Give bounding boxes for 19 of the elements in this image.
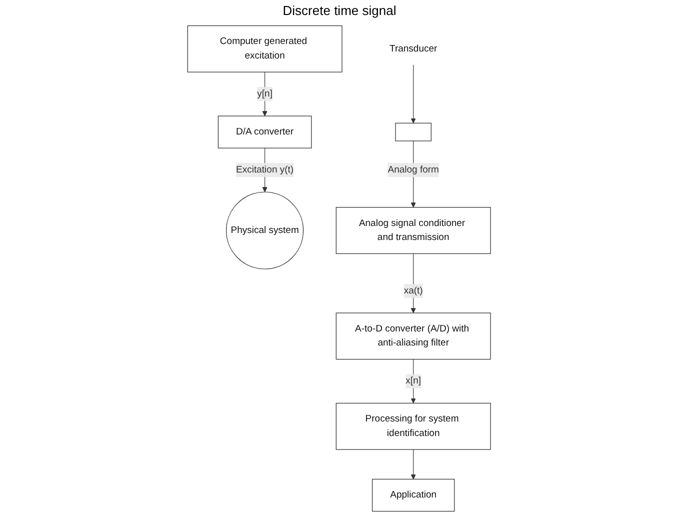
edge-label: x[n] [406, 376, 422, 386]
arrow [411, 64, 416, 124]
arrow [411, 253, 416, 314]
node-box: Application [372, 478, 456, 512]
edge-label: y[n] [258, 88, 273, 99]
node-box: A-to-D converter (A/D) with anti-aliasing filter [336, 312, 492, 360]
arrow [411, 449, 416, 480]
signal-note: Discrete time signal [282, 3, 396, 18]
node-box: Computer generated excitation [188, 25, 343, 72]
edge-label: xa(t) [404, 286, 424, 296]
node-text: Transducer [390, 44, 438, 54]
edge-label: Analog form [388, 164, 440, 175]
node-box: D/A converter [218, 116, 312, 148]
node-circle: Physical system [226, 192, 304, 270]
node-box [396, 122, 432, 142]
edge-label: Excitation y(t) [236, 164, 294, 175]
node-box: Processing for system identification [336, 402, 492, 450]
arrow [262, 72, 268, 116]
node-box: Analog signal conditioner and transmission [336, 207, 492, 254]
